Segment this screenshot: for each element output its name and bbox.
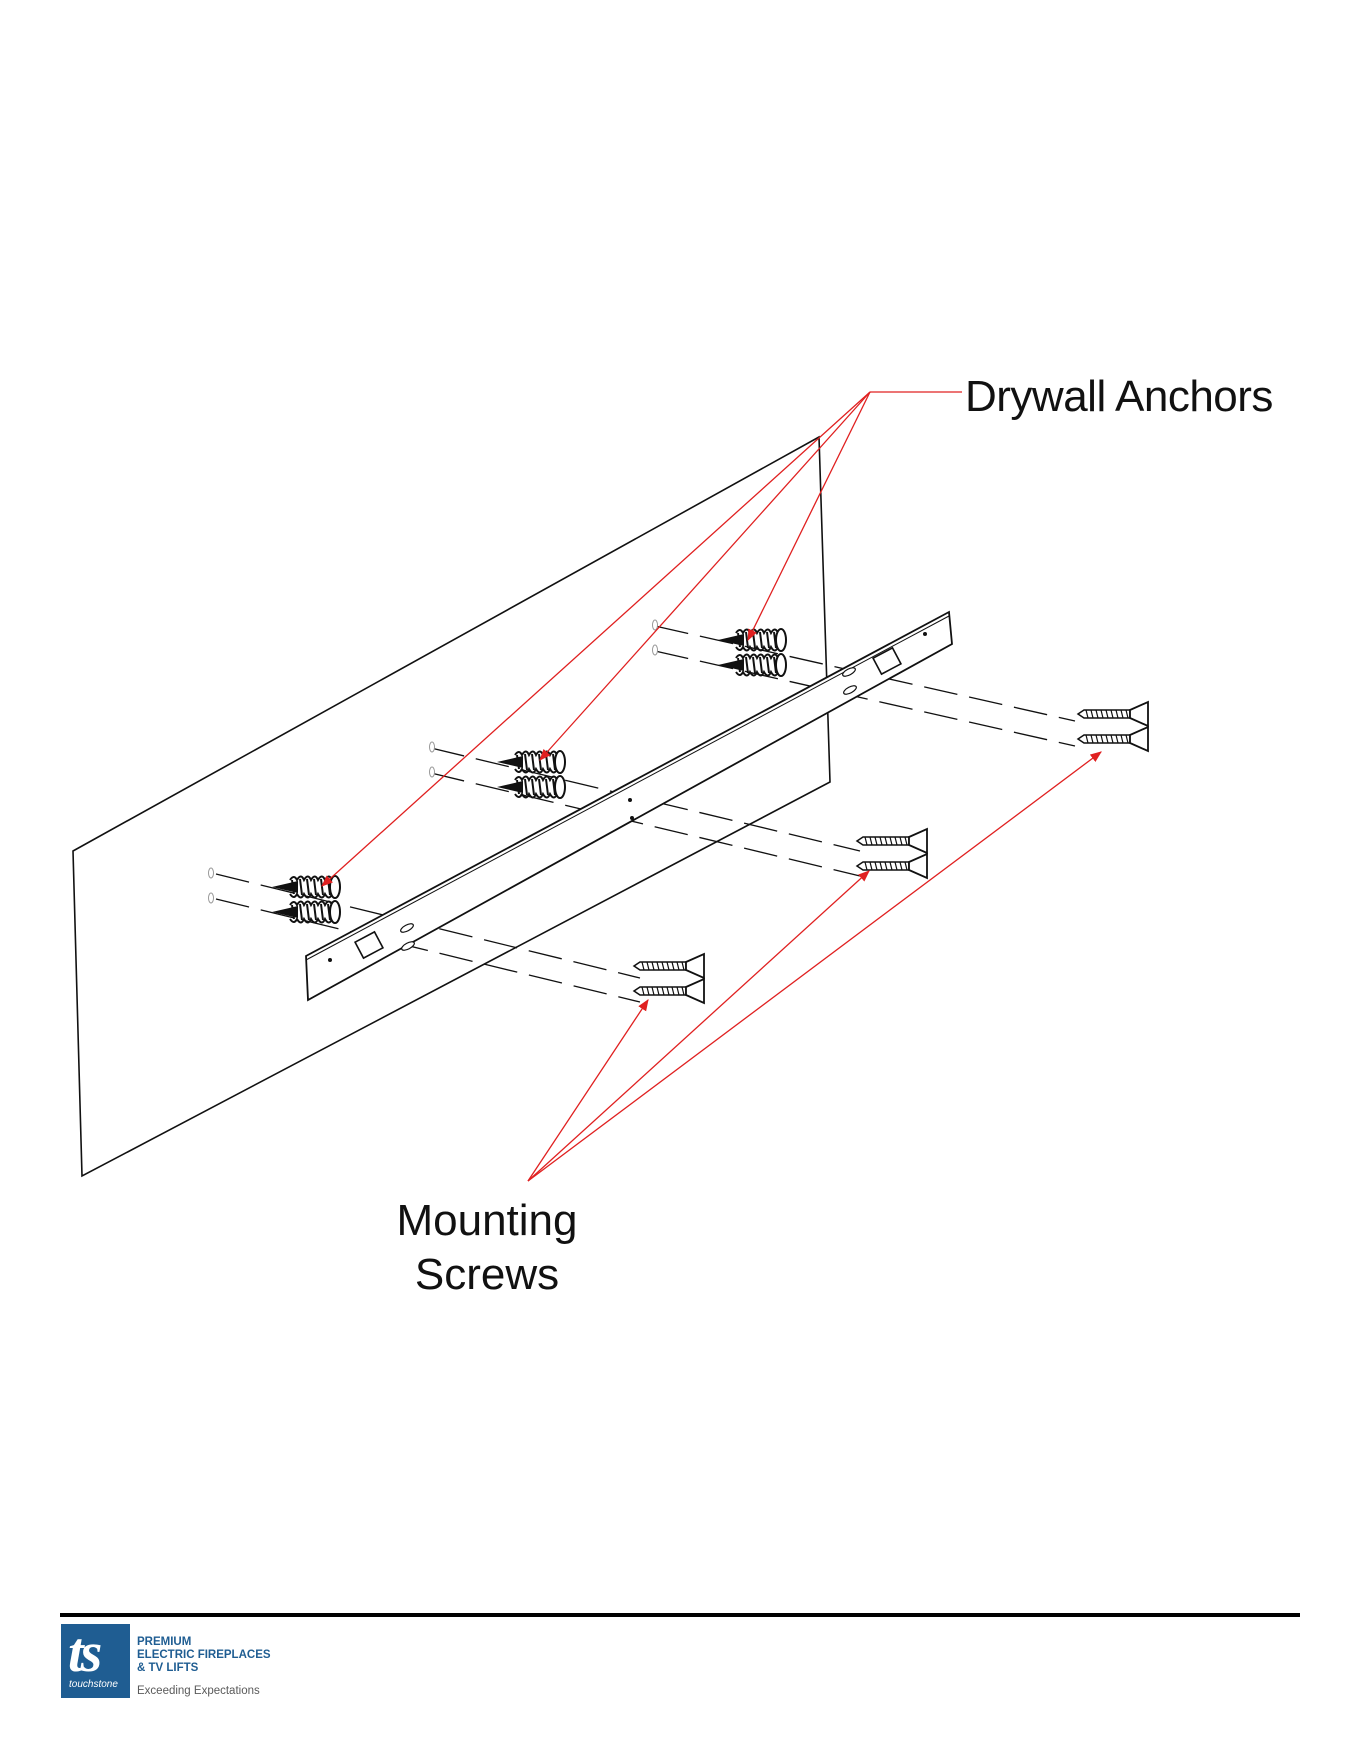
mounting-screws-label-line1: Mounting [380, 1194, 594, 1248]
logo-mark: ts [68, 1624, 99, 1682]
logo-tagline: PREMIUM ELECTRIC FIREPLACES & TV LIFTS [137, 1636, 271, 1675]
drywall-anchors-label: Drywall Anchors [965, 372, 1273, 422]
mounting-screws-label: Mounting Screws [380, 1194, 594, 1302]
logo-slogan: Exceeding Expectations [137, 1685, 260, 1697]
tagline-line: ELECTRIC FIREPLACES [137, 1649, 271, 1662]
logo-wordmark: touchstone [69, 1679, 118, 1690]
touchstone-logo: ts touchstone [61, 1624, 130, 1698]
footer-divider [60, 1613, 1300, 1617]
mounting-screws-label-line2: Screws [380, 1248, 594, 1302]
tagline-line: PREMIUM [137, 1636, 271, 1649]
tagline-line: & TV LIFTS [137, 1662, 271, 1675]
wall-panel [73, 437, 830, 1176]
